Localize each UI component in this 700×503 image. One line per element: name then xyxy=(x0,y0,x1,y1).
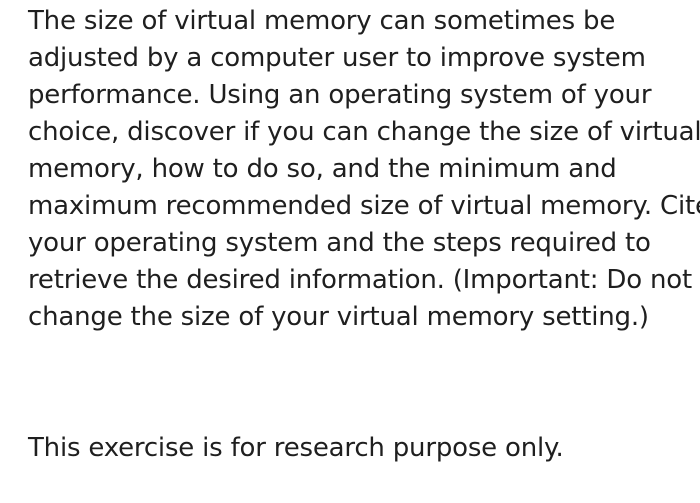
question-paragraph: The size of virtual memory can sometimes… xyxy=(28,3,700,336)
question-line-4: choice, discover if you can change the s… xyxy=(28,117,700,147)
note-paragraph: This exercise is for research purpose on… xyxy=(28,430,564,467)
question-line-3: performance. Using an operating system o… xyxy=(28,80,652,110)
question-line-6: maximum recommended size of virtual memo… xyxy=(28,191,700,221)
question-line-9: change the size of your virtual memory s… xyxy=(28,302,649,332)
question-line-1: The size of virtual memory can sometimes… xyxy=(28,6,616,36)
question-line-7: your operating system and the steps requ… xyxy=(28,228,651,258)
question-line-8: retrieve the desired information. (Impor… xyxy=(28,265,692,295)
question-line-5: memory, how to do so, and the minimum an… xyxy=(28,154,617,184)
note-line: This exercise is for research purpose on… xyxy=(28,433,564,463)
question-line-2: adjusted by a computer user to improve s… xyxy=(28,43,646,73)
